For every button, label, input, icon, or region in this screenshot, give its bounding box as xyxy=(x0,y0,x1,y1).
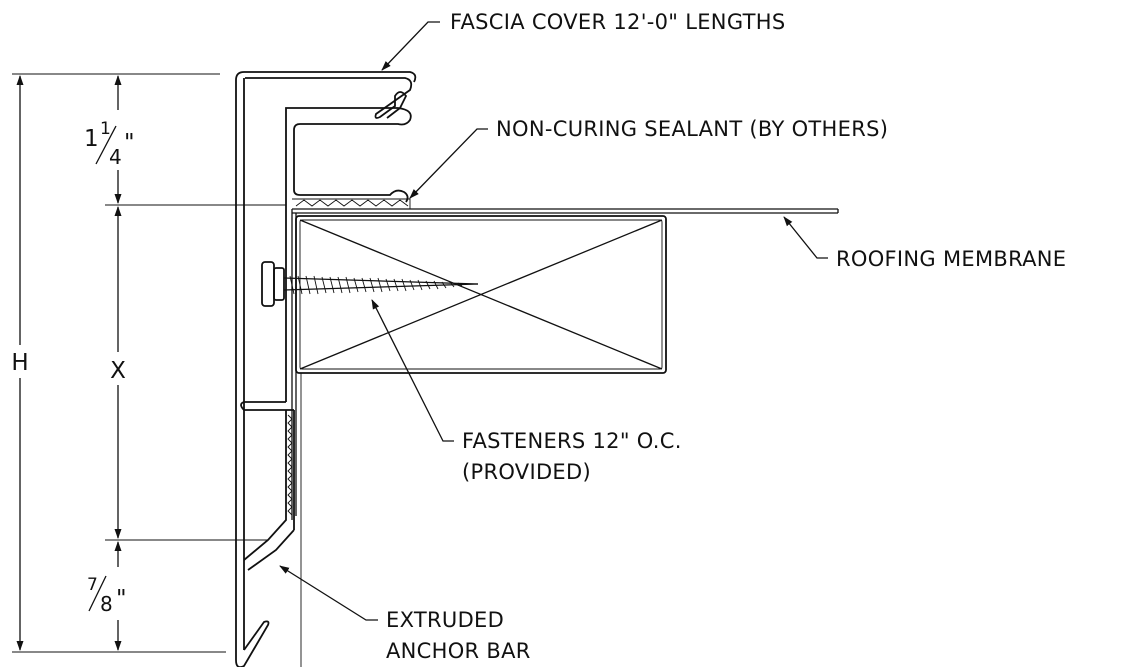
label-fasteners-line1: FASTENERS 12" O.C. xyxy=(462,429,682,453)
dimension-bottom: 7 8 " xyxy=(87,541,127,651)
extension-lines xyxy=(12,73,286,653)
dimension-top-unit: " xyxy=(124,130,135,156)
wood-blocking xyxy=(295,215,667,374)
label-anchor-line2: ANCHOR BAR xyxy=(386,639,531,663)
callout-sealant: NON-CURING SEALANT (BY OTHERS) xyxy=(409,117,888,199)
dimension-bottom-numerator: 7 xyxy=(87,575,98,595)
dimension-top-denominator: 4 xyxy=(109,145,122,169)
dimension-bottom-denominator: 8 xyxy=(100,592,113,616)
dimension-x-label: X xyxy=(110,358,126,384)
label-anchor-line1: EXTRUDED xyxy=(386,608,504,632)
label-fasteners-line2: (PROVIDED) xyxy=(462,460,591,484)
label-fascia-cover: FASCIA COVER 12'-0" LENGTHS xyxy=(450,10,786,34)
fastener xyxy=(261,261,479,307)
dimension-h: H xyxy=(11,75,29,651)
anchor-bar xyxy=(240,107,412,571)
callout-fasteners: FASTENERS 12" O.C. (PROVIDED) xyxy=(371,299,682,484)
dimension-top: 1 1 4 " xyxy=(84,75,135,204)
label-sealant: NON-CURING SEALANT (BY OTHERS) xyxy=(496,117,888,141)
dimension-top-whole: 1 xyxy=(84,126,99,152)
label-membrane: ROOFING MEMBRANE xyxy=(836,247,1066,271)
dimension-top-numerator: 1 xyxy=(100,119,111,139)
dimension-h-label: H xyxy=(11,350,28,376)
dimension-bottom-unit: " xyxy=(116,586,127,612)
callout-anchor-bar: EXTRUDED ANCHOR BAR xyxy=(279,565,531,663)
callout-membrane: ROOFING MEMBRANE xyxy=(783,216,1066,271)
fascia-cover xyxy=(235,71,417,667)
callout-fascia-cover: FASCIA COVER 12'-0" LENGTHS xyxy=(381,10,786,71)
dimension-x: X xyxy=(110,206,126,539)
sealant-bead xyxy=(292,198,411,210)
